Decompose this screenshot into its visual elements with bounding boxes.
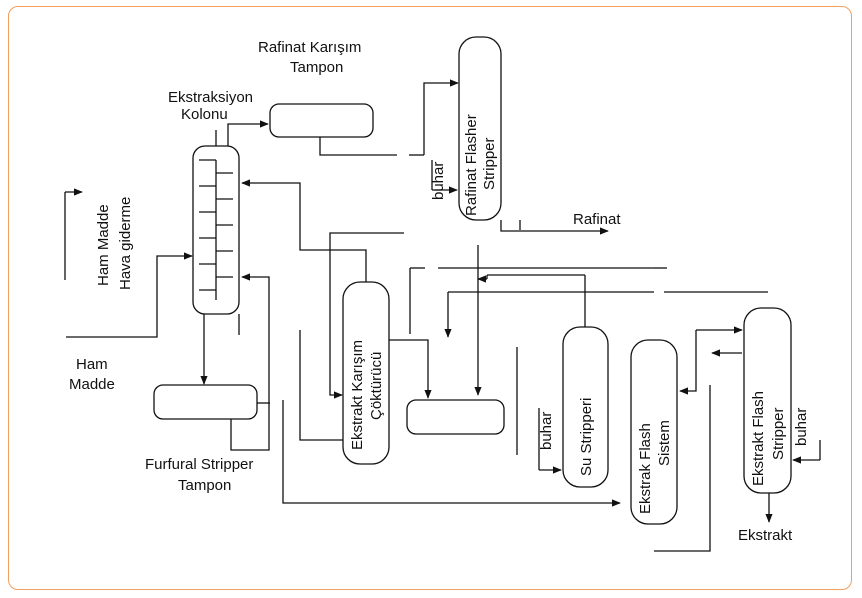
label-rafinat: Rafinat: [573, 211, 621, 228]
label-ham: Ham: [76, 356, 108, 373]
label-kolonu: Kolonu: [181, 106, 228, 123]
label-ekstrakt: Ekstrakt: [738, 527, 793, 544]
label-hava-giderme: Hava giderme: [117, 197, 134, 290]
label-cokturucu: Çöktürücü: [368, 352, 385, 420]
extract-flash-system: [630, 339, 678, 525]
label-ham-madde: Ham Madde: [95, 204, 112, 286]
diagram-frame: [8, 6, 852, 590]
label-buhar-3: buhar: [793, 408, 810, 446]
label-buhar-1: buhar: [430, 162, 447, 200]
label-ekstrak-flash: Ekstrak Flash: [637, 423, 654, 514]
furfural-stripper-drum: [153, 384, 258, 420]
label-rafinat-flasher: Rafinat Flasher: [463, 114, 480, 216]
label-rafinat-karisim: Rafinat Karışım: [258, 39, 361, 56]
extraction-column: [192, 130, 240, 315]
raffinate-flasher-stripper: [458, 36, 502, 221]
label-su-stripperi: Su Stripperi: [578, 398, 595, 476]
label-tampon-2: Tampon: [178, 477, 231, 494]
label-ekstraksiyon: Ekstraksiyon: [168, 89, 253, 106]
label-furfural-stripper: Furfural Stripper: [145, 456, 253, 473]
label-tampon-1: Tampon: [290, 59, 343, 76]
extract-flash-stripper: [743, 307, 792, 494]
label-stripper-1: Stripper: [481, 137, 498, 190]
label-sistem: Sistem: [656, 420, 673, 466]
label-madde: Madde: [69, 376, 115, 393]
label-ekstrakt-karisim: Ekstrakt Karışım: [349, 340, 366, 450]
raffinate-mix-drum: [269, 103, 374, 138]
intermediate-drum: [406, 399, 505, 435]
label-buhar-2: buhar: [538, 412, 555, 450]
label-stripper-2: Stripper: [770, 407, 787, 460]
piping: [64, 79, 821, 552]
label-ekstrakt-flash: Ekstrakt Flash: [750, 391, 767, 486]
